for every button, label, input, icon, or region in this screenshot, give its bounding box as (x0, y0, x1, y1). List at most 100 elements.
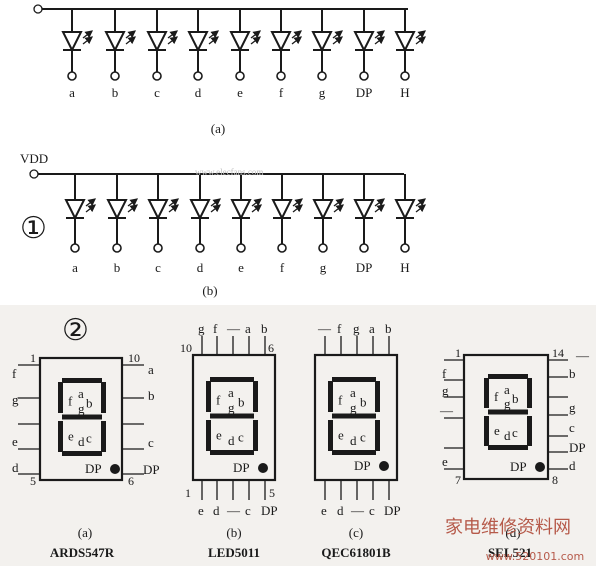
display-a-right-pin: c (148, 435, 154, 450)
display-b-bottom-pin: c (245, 503, 251, 518)
display-c-top-pin: b (385, 321, 392, 336)
display-b-caption: (b) (226, 525, 241, 540)
bottom-panel (0, 305, 596, 566)
display-d-segment-label: b (512, 391, 519, 406)
figure-a-led-7: g (311, 9, 344, 100)
display-c-segment-b (375, 381, 380, 412)
display-c-caption: (c) (349, 525, 363, 540)
display-d-right-pin: d (569, 458, 576, 473)
figure-b-terminal (400, 243, 410, 253)
figure-b-terminal (153, 243, 163, 253)
display-led5011: g f — a b 10 6 1 5 e d — c DP (180, 321, 278, 518)
display-d-pin-bottom-right: 8 (552, 473, 558, 487)
display-b-pin-bottom-right: 5 (269, 486, 275, 500)
display-b-segment-a (210, 377, 254, 382)
display-c-bottom-pin: — (350, 503, 365, 518)
figure-b-led-5: e (230, 174, 263, 275)
display-b-body (191, 353, 277, 482)
display-d-segment-label: g (504, 396, 511, 411)
display-c-segment-label: b (360, 395, 367, 410)
display-c-segment-label: g (350, 400, 357, 415)
display-a-segment-label: f (68, 394, 73, 409)
display-b-segment-label: d (228, 433, 235, 448)
display-c-segment-label: e (338, 428, 344, 443)
figure-b-terminal (318, 243, 328, 253)
display-d-right-pin: c (569, 420, 575, 435)
display-a-caption: (a) (78, 525, 92, 540)
display-qec61801b: — f g a b e d — c DP (313, 321, 401, 518)
display-a-pin-first: 1 (30, 351, 36, 365)
display-a-left-pin: g (12, 392, 19, 407)
bottom-watermark: 家电维修资料网 www.520101.com (445, 517, 584, 563)
display-d-segment-label: c (512, 425, 518, 440)
display-d-decimal-point (535, 462, 545, 472)
display-d-pin-bottom-left: 7 (455, 473, 461, 487)
figure-a-pin-label: f (279, 85, 284, 100)
display-b-bottom-pin: e (198, 503, 204, 518)
display-c-bottom-pin: e (321, 503, 327, 518)
display-d-segment-e (484, 416, 489, 446)
display-a-segment-label: d (78, 434, 85, 449)
display-b-top-pin: — (226, 321, 241, 336)
figure-b-pin-label: H (400, 260, 409, 275)
display-a-segment-d (62, 451, 102, 456)
figure-a-pin-label: b (112, 85, 119, 100)
display-c-segment-label: a (350, 385, 356, 400)
display-a-segment-b (101, 382, 106, 413)
display-sel521: 1 14 f g — e 7 — b g c DP d 8 (439, 346, 590, 487)
display-d-segment-g (488, 409, 528, 415)
figure-a-terminal (400, 71, 410, 81)
display-a-segment-label: a (78, 386, 84, 401)
display-c-top-pin: g (353, 321, 360, 336)
display-c-part-number: QEC61801B (321, 545, 391, 560)
watermark-chinese-text: 家电维修资料网 (445, 517, 571, 538)
display-d-segment-label: d (504, 428, 511, 443)
display-b-pin-bottom-left: 1 (185, 486, 191, 500)
figure-a-led-1: a (61, 9, 94, 100)
display-b-segment-label: b (238, 395, 245, 410)
figure-b-pin-label: f (280, 260, 285, 275)
figure-a-led-3: c (146, 9, 179, 100)
display-d-caption: (d) (505, 525, 520, 540)
display-a-part-number: ARDS547R (50, 545, 115, 560)
caption-row: (a) ARDS547R (b) LED5011 (c) QEC61801B (… (50, 525, 532, 560)
display-d-body (462, 353, 550, 481)
figure-a-pin-label: e (237, 85, 243, 100)
display-c-segment-label: f (338, 393, 343, 408)
figure-a-terminal (67, 71, 77, 81)
display-d-part-number: SEL521 (488, 545, 532, 560)
display-ards547r: 1 10 f g e d 5 a b c DP 6 (12, 351, 160, 488)
display-c-bottom-pin: d (337, 503, 344, 518)
display-d-right-pin: DP (569, 440, 586, 455)
display-b-bottom-pin: DP (261, 503, 278, 518)
display-c-dp-label: DP (354, 458, 371, 473)
display-b-segment-f (206, 381, 211, 412)
figure-b-led-3: c (147, 174, 180, 275)
figure-b-led-2: b (106, 174, 139, 275)
display-d-segment-a (488, 374, 528, 379)
figure-b-led-8: DP (353, 174, 386, 275)
display-b-top-pin: a (245, 321, 251, 336)
display-c-segment-label: c (360, 430, 366, 445)
display-b-pin-top-right: 6 (268, 341, 274, 355)
display-a-left-pin: d (12, 460, 19, 475)
figure-b-pin-label: a (72, 260, 78, 275)
figure-a-led-8: DP (353, 9, 386, 100)
display-a-pin-bottom-left: 5 (30, 474, 36, 488)
display-a-segment-a (62, 378, 102, 383)
display-a-segment-g (62, 414, 102, 420)
display-c-bottom-pin: DP (384, 503, 401, 518)
figure-b-caption: (b) (202, 283, 217, 298)
display-a-pin-last: 10 (128, 351, 140, 365)
display-d-pin-last: 14 (552, 346, 564, 360)
display-c-body (313, 353, 399, 482)
figure-a-pin-label: DP (356, 85, 373, 100)
